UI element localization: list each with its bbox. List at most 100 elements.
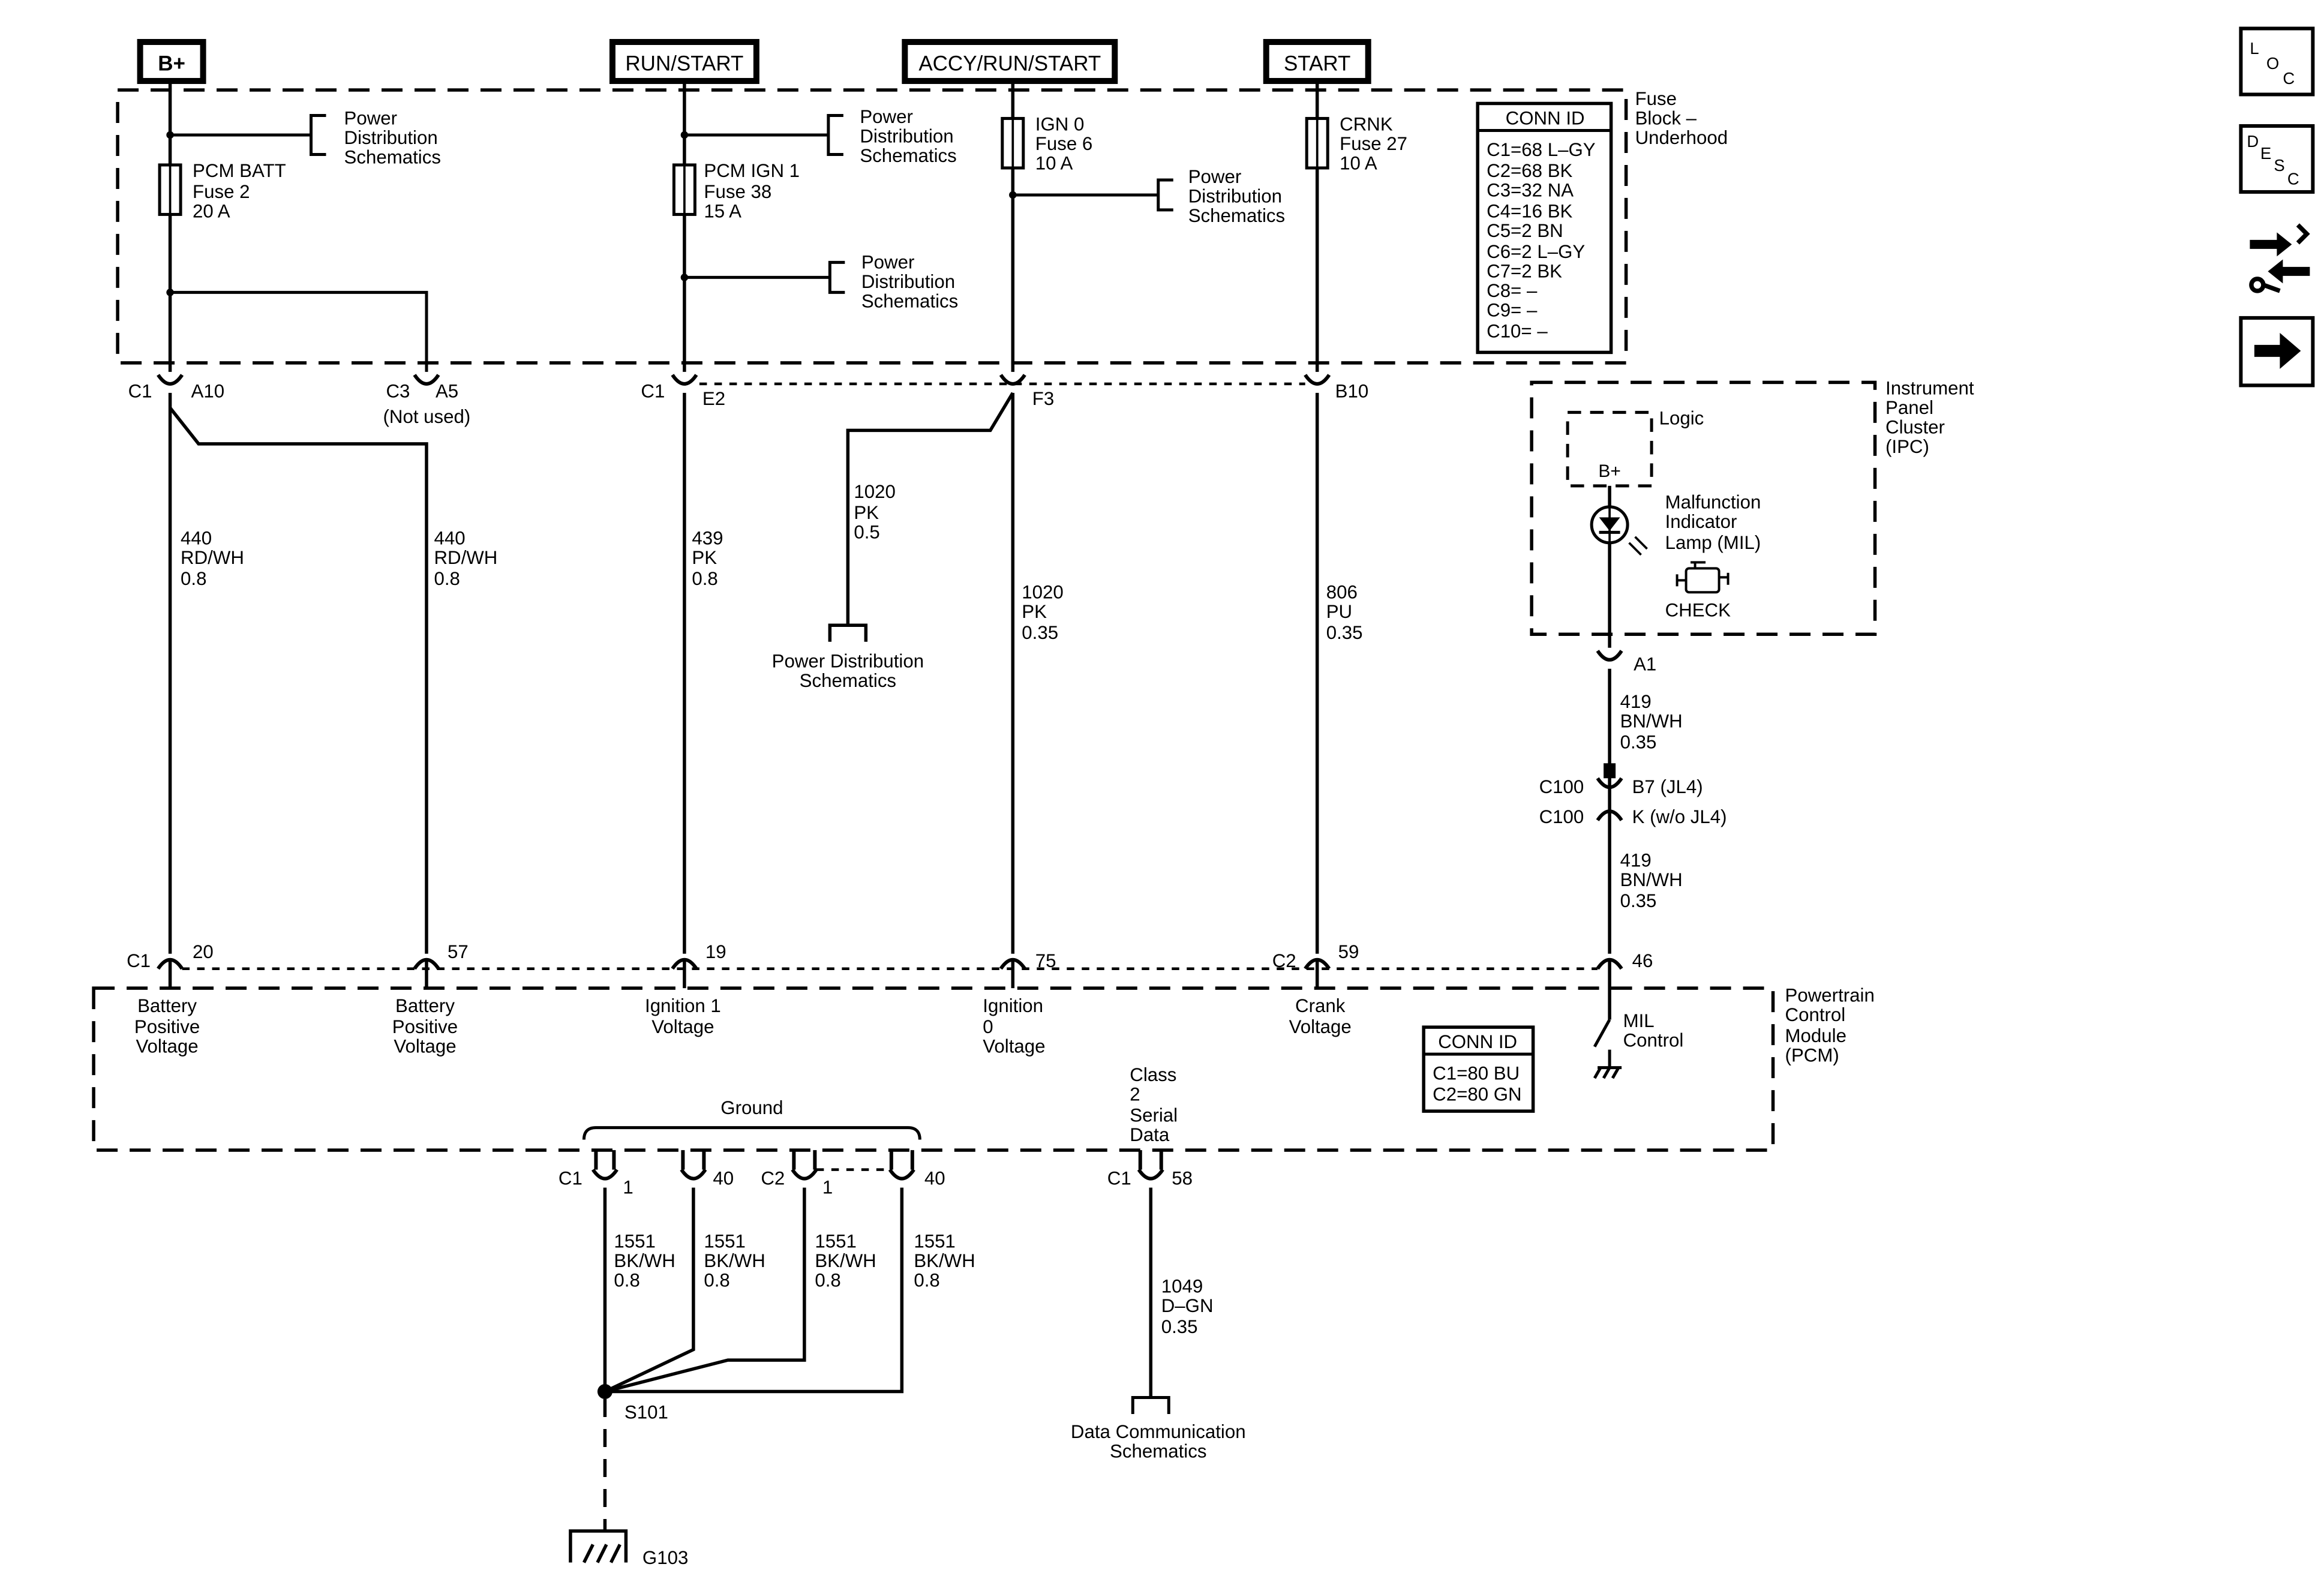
loc-button[interactable]: L O C bbox=[2239, 26, 2315, 97]
loc-letter: L bbox=[2250, 39, 2259, 58]
wire-labels-upper: 440 RD/WH 0.8 440 RD/WH 0.8 439 PK 0.8 1… bbox=[181, 481, 1362, 643]
pcm-desc: Voltage bbox=[394, 1036, 456, 1057]
ipc-a1-connector: A1 bbox=[1596, 650, 1656, 674]
diagnostic-tools-icon[interactable] bbox=[2249, 223, 2310, 293]
pin-label: C2 bbox=[1272, 950, 1296, 971]
fuse-conn-row: C4=16 BK bbox=[1487, 200, 1572, 221]
splice-s101 bbox=[597, 1384, 612, 1400]
fuse-name: PCM BATT bbox=[193, 160, 286, 181]
loc-letter: O bbox=[2266, 54, 2279, 73]
wires-to-pcm bbox=[168, 392, 1319, 954]
class2-wire bbox=[1131, 1187, 1170, 1415]
ipc-logic-box bbox=[1566, 410, 1653, 488]
pcm-desc: Voltage bbox=[136, 1036, 198, 1057]
source-bplus: B+ bbox=[137, 38, 206, 84]
pcm-desc: Battery bbox=[395, 995, 455, 1016]
wire-color: BN/WH bbox=[1620, 869, 1683, 890]
pcm-desc: Ignition 1 bbox=[645, 995, 721, 1016]
accy-circuit bbox=[1001, 80, 1173, 372]
fuse-block-conn-id-table: CONN ID C1=68 L–GY C2=68 BK C3=32 NA C4=… bbox=[1476, 101, 1613, 355]
pcm-input-descriptions: Battery Positive Voltage Battery Positiv… bbox=[134, 995, 1683, 1145]
pin-label: C2 bbox=[761, 1168, 785, 1189]
desc-letter: S bbox=[2274, 156, 2284, 175]
ground-label: Ground bbox=[720, 1097, 783, 1118]
pin-label: K (w/o JL4) bbox=[1632, 806, 1727, 827]
arrow-right-icon bbox=[2254, 332, 2301, 369]
ipc-mil-label: Malfunction Indicator Lamp (MIL) bbox=[1665, 491, 1761, 553]
fuse-number: Fuse 27 bbox=[1340, 133, 1407, 154]
pin-label: C1 bbox=[641, 380, 665, 401]
pd-text: Power Distribution bbox=[772, 650, 924, 671]
fuse-number: Fuse 2 bbox=[193, 181, 250, 202]
pin-label: B7 (JL4) bbox=[1632, 776, 1703, 797]
pin-label: B10 bbox=[1335, 380, 1369, 401]
source-start-label: START bbox=[1284, 52, 1350, 75]
ipc-label-line: Instrument bbox=[1885, 377, 1974, 398]
source-run-start: RUN/START bbox=[609, 38, 759, 84]
wire-color: BK/WH bbox=[614, 1250, 675, 1271]
pd-text: Distribution bbox=[860, 125, 953, 146]
pcm-desc: Control bbox=[1623, 1030, 1684, 1051]
pd-text: Schematics bbox=[861, 290, 958, 311]
pcm-desc: Voltage bbox=[651, 1016, 714, 1037]
pcm-conn-row: C2=80 GN bbox=[1433, 1084, 1521, 1105]
fuse-conn-row: C7=2 BK bbox=[1487, 260, 1562, 281]
wire-gauge: 0.8 bbox=[692, 568, 717, 589]
mil-label-line: Lamp (MIL) bbox=[1665, 532, 1761, 553]
ground-g103-symbol bbox=[569, 1529, 628, 1563]
wire-color: RD/WH bbox=[434, 547, 497, 568]
source-start: START bbox=[1263, 38, 1371, 84]
next-arrow-button[interactable] bbox=[2239, 316, 2315, 388]
pd-schematic-ref-4: Power Distribution Schematics bbox=[1188, 166, 1285, 226]
ipc-label-line: Cluster bbox=[1885, 416, 1945, 437]
wire-color: PK bbox=[854, 502, 879, 523]
pcm-desc: MIL bbox=[1623, 1010, 1655, 1031]
wire-color: BN/WH bbox=[1620, 710, 1683, 731]
source-run-start-label: RUN/START bbox=[625, 52, 743, 75]
desc-button[interactable]: D E S C bbox=[2239, 124, 2315, 194]
pin-label: C1 bbox=[128, 380, 152, 401]
mil-lamp-symbol bbox=[1590, 485, 1648, 648]
pin-label: A10 bbox=[191, 380, 225, 401]
fuse-conn-row: C1=68 L–GY bbox=[1487, 139, 1596, 160]
fuse-number: Fuse 38 bbox=[704, 181, 771, 202]
pin-label: 1 bbox=[822, 1177, 833, 1198]
dc-text: Data Communication bbox=[1071, 1421, 1246, 1442]
ipc-label-line: Panel bbox=[1885, 397, 1933, 418]
pcm-label-line: Powertrain bbox=[1785, 985, 1875, 1006]
fuse-conn-row: C2=68 BK bbox=[1487, 160, 1572, 181]
pin-label: 1 bbox=[623, 1177, 633, 1198]
pcm-label: Powertrain Control Module (PCM) bbox=[1785, 985, 1875, 1066]
ipc-bplus-label: B+ bbox=[1598, 461, 1621, 481]
fuse-conn-row: C6=2 L–GY bbox=[1487, 241, 1585, 262]
check-engine-icon bbox=[1676, 561, 1730, 594]
wire-circuit: 1049 bbox=[1161, 1276, 1203, 1297]
pin-label: A5 bbox=[436, 380, 458, 401]
pcm-boundary bbox=[92, 986, 1775, 1152]
wire-gauge: 0.8 bbox=[914, 1270, 939, 1291]
pd-schematic-ref-1: Power Distribution Schematics bbox=[344, 107, 441, 167]
pcm-label-line: Control bbox=[1785, 1004, 1846, 1025]
fuse-pcm-ign1-label: PCM IGN 1 Fuse 38 15 A bbox=[704, 160, 800, 221]
wire-gauge: 0.8 bbox=[614, 1270, 639, 1291]
pd-text: Distribution bbox=[1188, 185, 1282, 206]
wire-gauge: 0.5 bbox=[854, 521, 879, 542]
fuse-ign0-label: IGN 0 Fuse 6 10 A bbox=[1035, 113, 1093, 173]
pcm-conn-title: CONN ID bbox=[1438, 1031, 1517, 1052]
pd-text: Schematics bbox=[860, 145, 956, 166]
pd-text: Power bbox=[1188, 166, 1242, 187]
run-start-circuit bbox=[672, 80, 845, 372]
fuse-conn-title: CONN ID bbox=[1506, 107, 1585, 128]
fuse-conn-row: C8= – bbox=[1487, 280, 1538, 301]
connector-f3 bbox=[999, 374, 1026, 386]
wire-gauge: 0.35 bbox=[1326, 622, 1363, 643]
ipc-label-line: (IPC) bbox=[1885, 436, 1929, 457]
connector-c1-e2 bbox=[671, 374, 698, 386]
wire-gauge: 0.8 bbox=[181, 568, 206, 589]
pin-label: 59 bbox=[1338, 941, 1359, 962]
pd-text: Distribution bbox=[344, 127, 438, 148]
wire-circuit: 1551 bbox=[914, 1231, 955, 1252]
pcm-ground-connectors bbox=[591, 1150, 1164, 1181]
wire-gauge: 0.8 bbox=[434, 568, 460, 589]
